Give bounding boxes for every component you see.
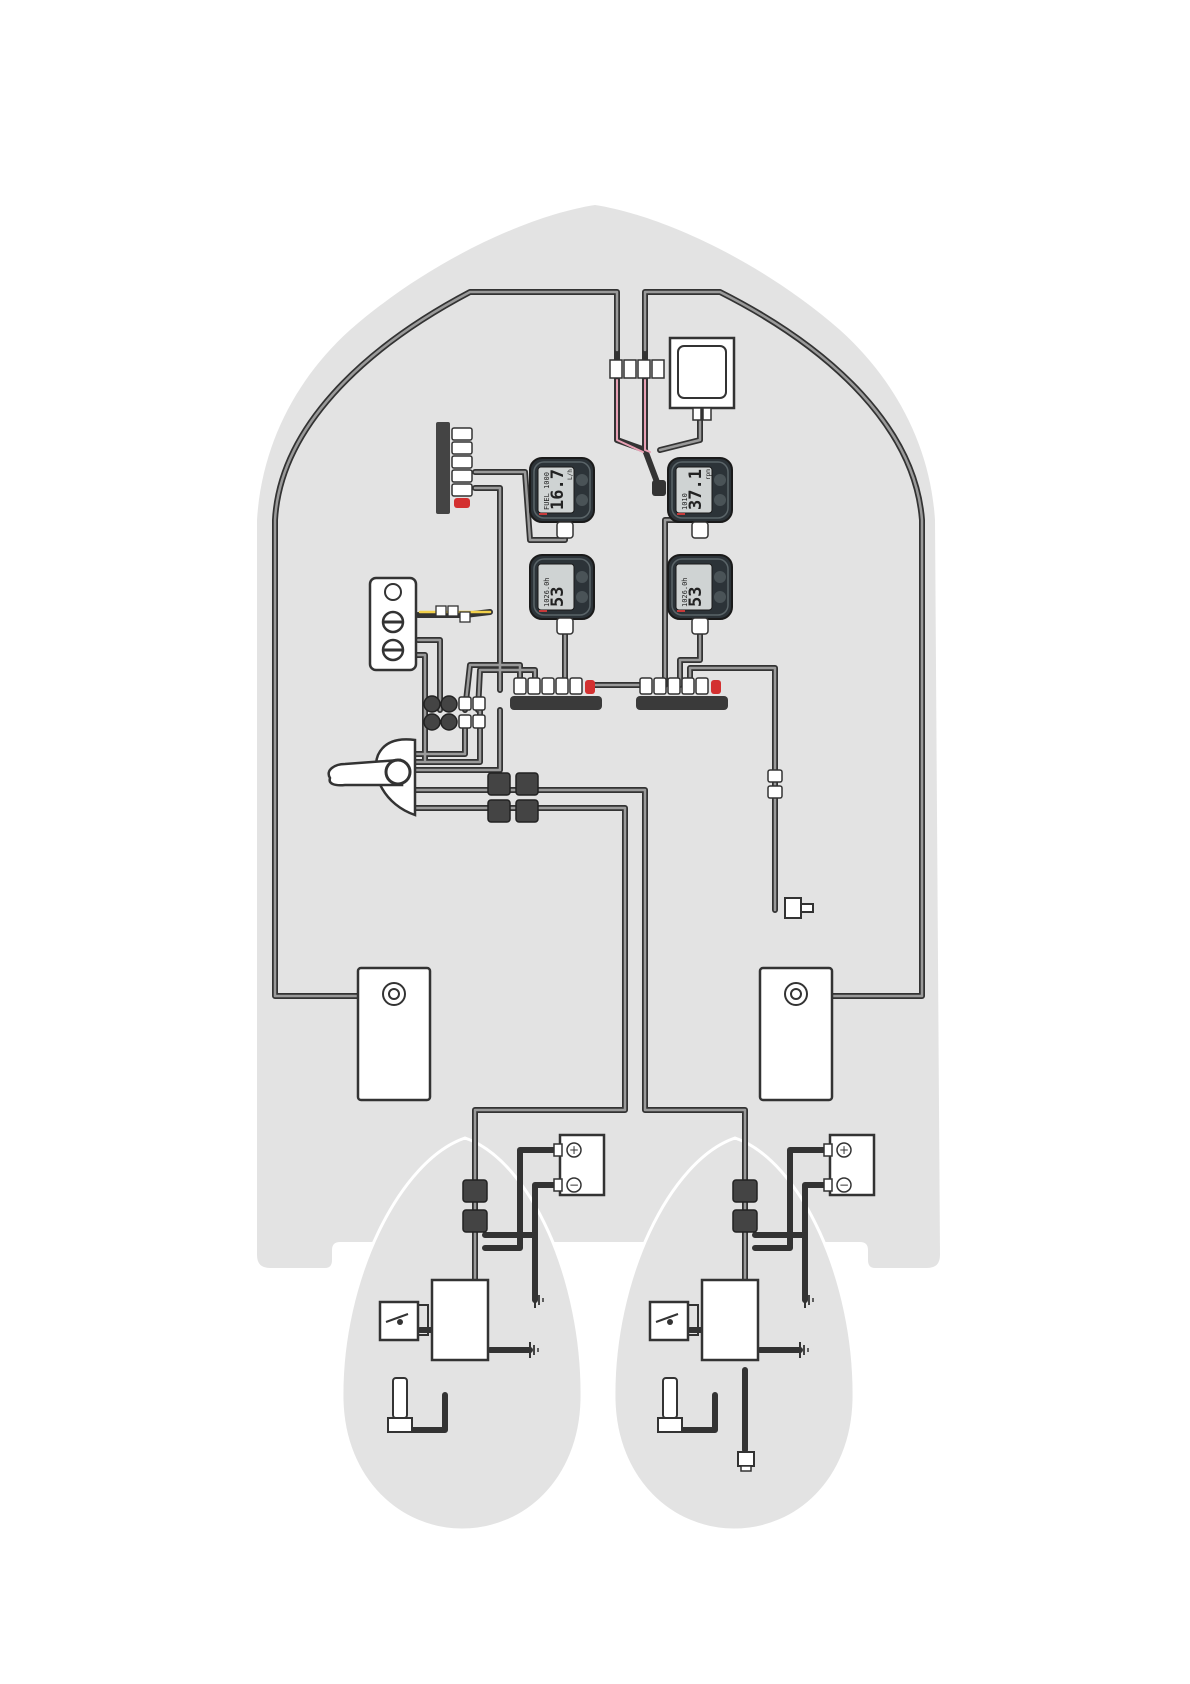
gauge-unit: L/h	[567, 469, 574, 480]
fuel-tank-sender-icon	[383, 983, 405, 1005]
fuel-tank-port	[358, 968, 430, 1100]
gauge-sub-readout: 1026.0h	[543, 577, 551, 607]
fuel-tank-starboard	[760, 968, 832, 1100]
svg-text:+: +	[569, 1143, 579, 1157]
network-hub-left	[510, 678, 602, 710]
svg-text:+: +	[839, 1143, 849, 1157]
engine-sensor-starboard	[738, 1452, 754, 1471]
network-hub-right	[636, 678, 728, 710]
engine-ecu-port	[432, 1280, 488, 1360]
gauge-readout: 53	[686, 587, 706, 607]
display-connector	[652, 480, 666, 496]
gauge-readout: 53	[548, 587, 568, 607]
gauge-readout: 37.1	[686, 469, 706, 510]
multifunction-display	[670, 338, 734, 420]
gauge-sub-readout: 1026.0h	[681, 577, 689, 607]
battery-starboard: +−	[824, 1135, 874, 1195]
gauge-readout: 16.7	[548, 469, 568, 510]
gauge-sub-readout: FUEL 1000	[543, 472, 551, 510]
svg-text:−: −	[569, 1178, 579, 1192]
engine-ecu-starboard	[702, 1280, 758, 1360]
gauge-unit: rpm	[705, 469, 712, 480]
battery-port: +−	[554, 1135, 604, 1195]
gauge-sub-readout: 1010	[681, 493, 689, 510]
svg-text:−: −	[839, 1178, 849, 1192]
ignition-switch-icon	[370, 578, 416, 670]
fuel-tank-sender-icon	[785, 983, 807, 1005]
